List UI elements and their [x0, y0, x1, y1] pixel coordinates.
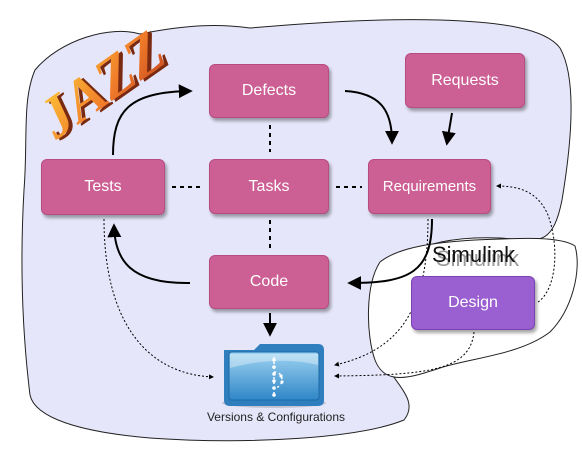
- arrow-code-to-tests: [107, 223, 191, 285]
- arrow-design-to-requirements: [496, 183, 556, 303]
- tests-node[interactable]: Tests: [41, 159, 165, 215]
- arrow-requirements-to-repository: [334, 218, 429, 367]
- design-node[interactable]: Design: [411, 276, 535, 330]
- simulink-logo: Simulink Simulink: [432, 242, 520, 271]
- arrow-requests-to-requirements: [441, 112, 456, 146]
- code-node[interactable]: Code: [209, 255, 329, 309]
- repository-label: Versions & Configurations: [206, 410, 346, 424]
- defects-node[interactable]: Defects: [209, 64, 329, 118]
- requests-node[interactable]: Requests: [405, 53, 525, 108]
- simulink-logo-text: Simulink: [432, 242, 516, 267]
- folder-icon: [222, 344, 326, 408]
- arrow-design-to-repository: [334, 331, 475, 379]
- tasks-node[interactable]: Tasks: [209, 159, 329, 214]
- arrow-defects-to-requirements: [344, 90, 399, 145]
- arrow-tests-to-defects: [112, 84, 193, 156]
- simulink-logo-shadow: Simulink: [436, 246, 520, 271]
- requirements-node[interactable]: Requirements: [368, 159, 491, 214]
- arrow-tests-to-repository: [103, 218, 214, 380]
- arrow-requirements-to-code: [347, 218, 433, 290]
